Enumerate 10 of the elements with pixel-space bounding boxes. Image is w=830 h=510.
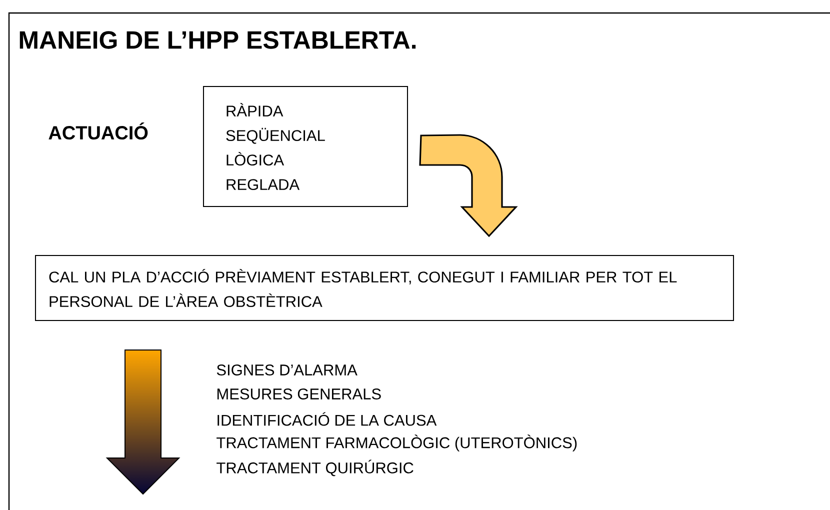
label: ACTUACIÓ [48,122,148,140]
list-item: MESURES GENERALS [217,388,381,400]
list-box: RÀPIDA SEQÜENCIAL LÒGICA REGLADA [203,86,408,207]
curved-arrow [419,134,517,237]
list-item: TRACTAMENT FARMACOLÒGIC (UTEROTÒNICS) [216,434,577,452]
title: MANEIG DE L’HPP ESTABLERTA. [20,31,416,49]
list-item: IDENTIFICACIÓ DE LA CAUSA [218,412,437,426]
text-box: CAL UN PLA D’ACCIÓ PRÈVIAMENT ESTABLERT, CONEGUT I FAMILIAR PER TOT EL PERSONAL DE L’ÀREA OBSTÈTRICA [35,255,734,321]
list-item: SIGNES D’ALARMA [216,364,358,376]
list-item: TRACTAMENT QUIRÚRGIC [216,460,414,476]
